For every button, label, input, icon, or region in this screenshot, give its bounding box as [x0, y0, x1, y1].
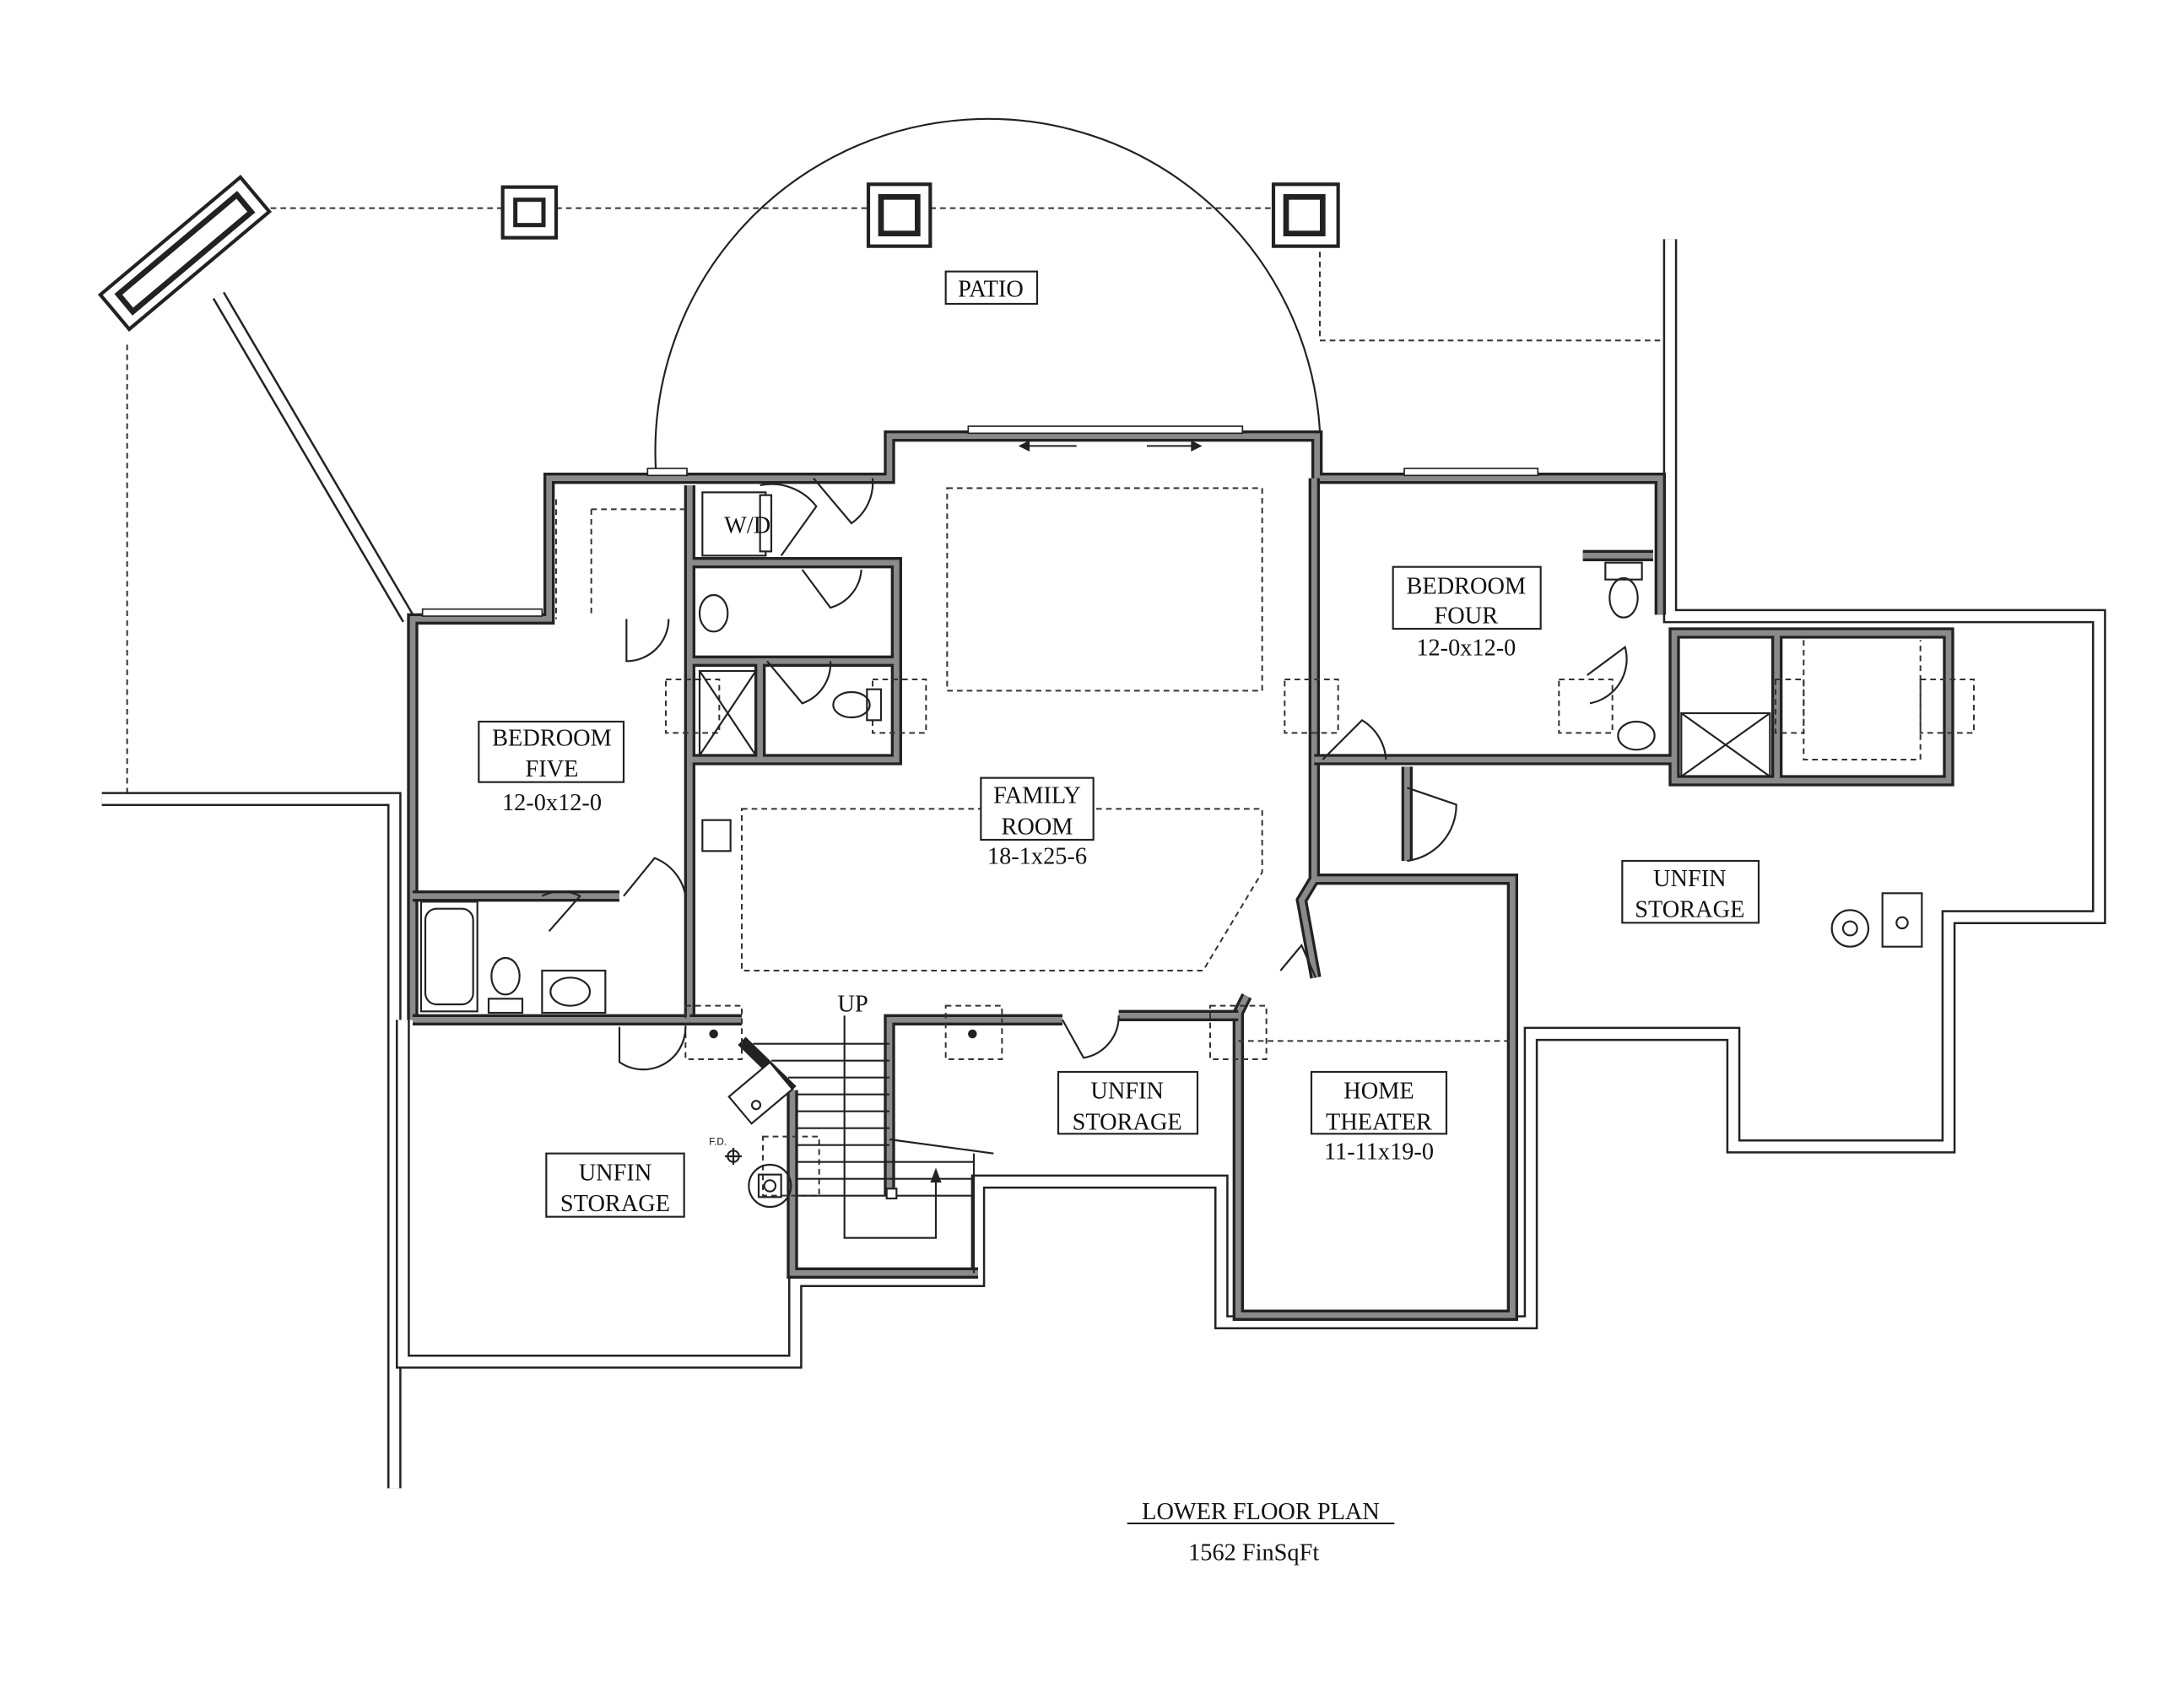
family-room-name-1: FAMILY	[993, 783, 1081, 809]
home-theater-name-2: THEATER	[1326, 1109, 1432, 1135]
storage-middle-name-2: STORAGE	[1073, 1109, 1182, 1135]
stairs-up-label: UP	[838, 991, 868, 1017]
water-heater-icon	[727, 892, 1923, 1209]
patio-arc	[654, 117, 1322, 473]
fire-pit-icon	[97, 175, 273, 332]
family-room-name-2: ROOM	[1002, 814, 1073, 840]
storage-right-name-1: UNFIN	[1653, 866, 1727, 892]
beam-pads	[665, 679, 1975, 1197]
storage-middle-name-1: UNFIN	[1090, 1079, 1164, 1105]
laundry-label: W/D	[724, 513, 770, 539]
room-label-bedroom-four: BEDROOM FOUR 12-0x12-0	[1392, 565, 1542, 662]
bedroom-four-name-2: FOUR	[1435, 603, 1499, 629]
bedroom-four-dims: 12-0x12-0	[1416, 636, 1516, 662]
washer-dryer-icon	[701, 491, 773, 557]
column-icon	[500, 185, 559, 240]
storage-left-name-1: UNFIN	[579, 1160, 652, 1186]
storage-left-name-2: STORAGE	[560, 1191, 670, 1217]
sink-icon	[541, 593, 1656, 1014]
room-label-bedroom-five: BEDROOM FIVE 12-0x12-0	[478, 720, 625, 816]
window	[421, 425, 1539, 617]
bedroom-four-name-1: BEDROOM	[1407, 573, 1527, 599]
foundation-walls	[101, 239, 2106, 1489]
room-label-storage-middle: UNFIN STORAGE	[1057, 1070, 1199, 1135]
column-icon	[1271, 182, 1340, 248]
ceiling-outline	[590, 487, 1922, 1042]
room-label-home-theater: HOME THEATER 11-11x19-0	[1310, 1070, 1448, 1165]
room-label-storage-right: UNFIN STORAGE	[1621, 859, 1760, 924]
home-theater-dims: 11-11x19-0	[1324, 1139, 1434, 1165]
plan-title: LOWER FLOOR PLAN	[1142, 1499, 1380, 1525]
floor-drain-icon	[725, 1148, 742, 1165]
family-room-dims: 18-1x25-6	[987, 843, 1087, 869]
room-label-storage-left: UNFIN STORAGE	[545, 1152, 685, 1218]
column-icon	[866, 182, 933, 248]
bathtub-icon	[419, 901, 478, 1013]
bedroom-five-dims: 12-0x12-0	[502, 790, 602, 816]
home-theater-name-1: HOME	[1343, 1079, 1414, 1105]
patio-name: PATIO	[958, 277, 1024, 303]
floor-drain-label: F.D.	[709, 1137, 727, 1148]
sliding-door-arrows	[1018, 440, 1203, 452]
door-swing	[541, 477, 1628, 1071]
room-label-family-room: FAMILY ROOM 18-1x25-6	[980, 776, 1095, 869]
finished-area: 1562 FinSqFt	[1188, 1539, 1319, 1566]
room-label-patio: PATIO	[944, 270, 1039, 306]
patio-roof-outline	[126, 207, 1668, 795]
toilet-icon	[487, 561, 1643, 1014]
bedroom-five-name-2: FIVE	[526, 756, 579, 782]
bedroom-five-name-1: BEDROOM	[492, 725, 612, 751]
stairs	[709, 1015, 994, 1274]
storage-right-name-2: STORAGE	[1635, 897, 1744, 923]
shower-icon	[698, 669, 1771, 778]
